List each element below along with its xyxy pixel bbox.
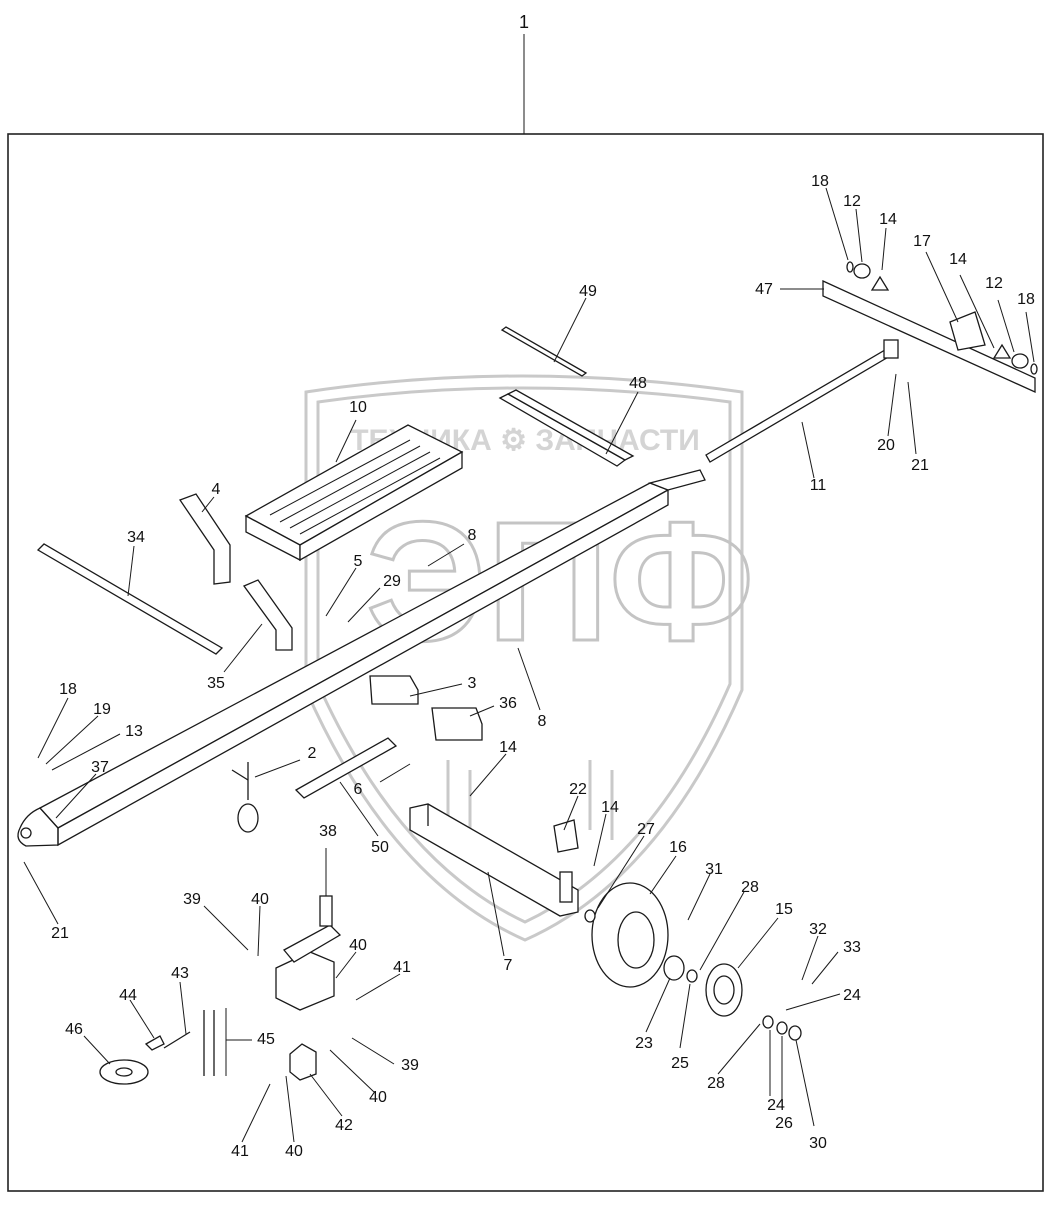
callout-label: 31 — [705, 861, 723, 878]
callout-label: 24 — [767, 1097, 785, 1114]
callout-label: 20 — [877, 437, 895, 454]
leader-lines — [23, 187, 1035, 1143]
callout-label: 41 — [393, 959, 411, 976]
callout-label: 49 — [579, 283, 597, 300]
callout-label: 40 — [251, 891, 269, 908]
callout-label: 36 — [499, 695, 517, 712]
callout-label: 30 — [809, 1135, 827, 1152]
callout-label: 42 — [335, 1117, 353, 1134]
watermark-shield — [304, 374, 744, 942]
callout-label: 8 — [468, 527, 477, 544]
callout-label: 6 — [354, 781, 363, 798]
callout-label: 24 — [843, 987, 861, 1004]
callout-label: 13 — [125, 723, 143, 740]
callout-label: 40 — [369, 1089, 387, 1106]
callout-label: 14 — [949, 251, 967, 268]
callout-label: 5 — [354, 553, 363, 570]
callout-label: 47 — [755, 281, 773, 298]
toolbox — [244, 424, 464, 562]
callout-label: 37 — [91, 759, 109, 776]
callout-label: 41 — [231, 1143, 249, 1160]
callout-label: 29 — [383, 573, 401, 590]
callout-label: 39 — [183, 891, 201, 908]
callout-label: 21 — [911, 457, 929, 474]
callouts: 2 3 4 5 6 7 8 8 10 11 12 12 13 14 14 14 … — [51, 173, 1035, 1160]
callout-label: 8 — [538, 713, 547, 730]
callout-label: 4 — [212, 481, 221, 498]
winch — [275, 895, 342, 1011]
callout-label: 7 — [504, 957, 513, 974]
callout-label: 46 — [65, 1021, 83, 1038]
callout-label: 18 — [811, 173, 829, 190]
strip — [500, 326, 588, 377]
callout-label: 44 — [119, 987, 137, 1004]
callout-label: 43 — [171, 965, 189, 982]
callout-label: 19 — [93, 701, 111, 718]
rod — [705, 349, 891, 463]
u-bracket — [369, 675, 419, 705]
assembly-number: 1 — [519, 12, 529, 32]
callout-label: 39 — [401, 1057, 419, 1074]
callout-label: 23 — [635, 1035, 653, 1052]
callout-label: 33 — [843, 939, 861, 956]
callout-label: 22 — [569, 781, 587, 798]
callout-label: 50 — [371, 839, 389, 856]
callout-label: 34 — [127, 529, 145, 546]
wheel-assembly — [584, 882, 802, 1041]
tow-ring — [99, 1059, 149, 1085]
callout-label: 12 — [843, 193, 861, 210]
callout-label: 27 — [637, 821, 655, 838]
pin-set — [203, 1010, 215, 1076]
drawbar — [17, 469, 706, 847]
callout-label: 26 — [775, 1115, 793, 1132]
callout-label: 3 — [468, 675, 477, 692]
callout-label: 11 — [810, 477, 827, 494]
parts — [17, 261, 1038, 1085]
clevis — [289, 1043, 317, 1081]
jack-wheel — [231, 762, 259, 833]
callout-label: 15 — [775, 901, 793, 918]
callout-label: 18 — [1017, 291, 1035, 308]
callout-label: 38 — [319, 823, 337, 840]
callout-label: 35 — [207, 675, 225, 692]
callout-label: 40 — [349, 937, 367, 954]
callout-label: 40 — [285, 1143, 303, 1160]
callout-label: 18 — [59, 681, 77, 698]
callout-label: 45 — [257, 1031, 275, 1048]
callout-label: 16 — [669, 839, 687, 856]
bracket — [178, 493, 231, 585]
support-bar — [36, 543, 224, 655]
callout-label: 17 — [913, 233, 931, 250]
callout-label: 14 — [499, 739, 517, 756]
callout-label: 10 — [349, 399, 367, 416]
callout-label: 21 — [51, 925, 69, 942]
callout-label: 12 — [985, 275, 1003, 292]
callout-label: 14 — [879, 211, 897, 228]
watermark-logo: ЭПФ — [366, 487, 754, 677]
callout-label: 28 — [707, 1075, 725, 1092]
callout-label: 48 — [629, 375, 647, 392]
callout-label: 32 — [809, 921, 827, 938]
callout-label: 14 — [601, 799, 619, 816]
callout-label: 2 — [308, 745, 317, 762]
axle — [409, 803, 579, 917]
callout-label: 28 — [741, 879, 759, 896]
reflector — [949, 311, 986, 351]
plate — [294, 737, 398, 799]
callout-label: 25 — [671, 1055, 689, 1072]
assembly-frame — [7, 133, 1044, 1192]
